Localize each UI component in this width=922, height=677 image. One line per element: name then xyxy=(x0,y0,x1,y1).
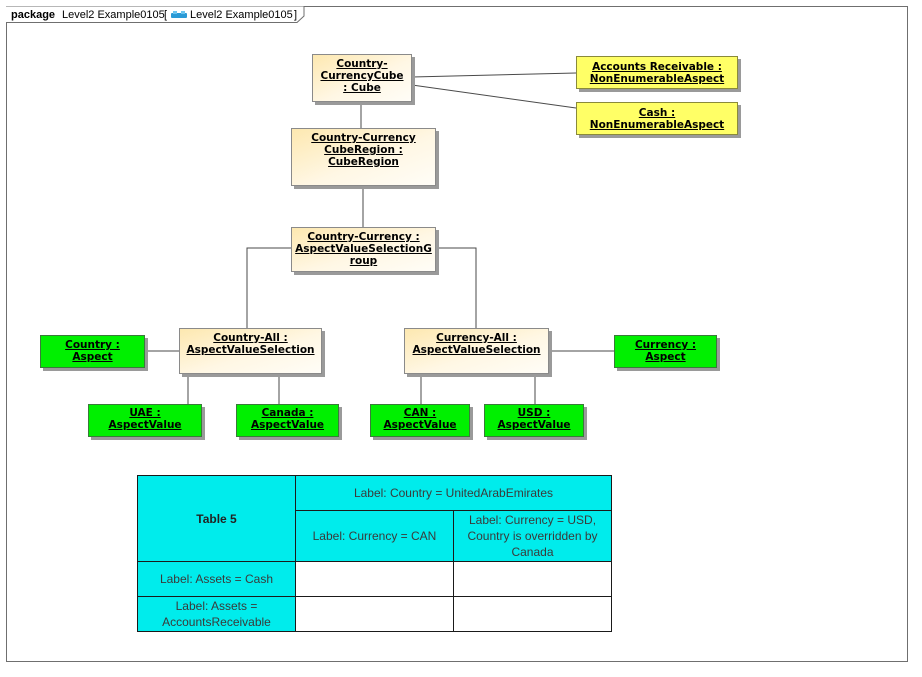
country-column-header: Label: Country = UnitedArabEmirates xyxy=(295,475,612,511)
usd-aspect-value-node[interactable]: USD :AspectValue xyxy=(484,404,584,437)
cube-line-2: CurrencyCube xyxy=(320,70,404,82)
accounts-receivable-line-2: NonEnumerableAspect xyxy=(589,72,725,85)
currency-all-line-2: AspectValueSelection xyxy=(412,344,541,356)
selection-group-line-2: AspectValueSelectionG xyxy=(295,243,432,255)
canada-line-2: AspectValue xyxy=(250,419,325,431)
cube-region-line-2: CubeRegion : xyxy=(324,144,403,156)
line-cube-accounts-receivable xyxy=(411,72,577,78)
accounts-receivable-node[interactable]: Accounts Receivable :NonEnumerableAspect xyxy=(576,56,738,89)
currency-all-line-1: Currency-All : xyxy=(436,332,517,344)
diagram-icon xyxy=(171,11,187,18)
cube-region-line-3: CubeRegion xyxy=(328,156,399,168)
diagram-name: Level2 Example0105 xyxy=(190,9,293,21)
country-all-line-2: AspectValueSelection xyxy=(186,344,315,356)
accounts-receivable-line-1: Accounts Receivable : xyxy=(592,60,722,73)
package-name: Level2 Example0105 xyxy=(62,9,165,21)
cube-node[interactable]: Country-CurrencyCube: Cube xyxy=(312,54,412,102)
package-keyword: package xyxy=(11,9,55,21)
cube-line-3: : Cube xyxy=(343,82,381,94)
canada-aspect-value-node[interactable]: Canada :AspectValue xyxy=(236,404,339,437)
table-cell xyxy=(295,596,454,632)
bracket-open: [ xyxy=(164,9,167,21)
can-aspect-value-node[interactable]: CAN :AspectValue xyxy=(370,404,470,437)
currency-can-column-header: Label: Currency = CAN xyxy=(295,510,454,562)
selection-group-line-3: roup xyxy=(349,255,378,267)
bracket-close: ] xyxy=(294,9,297,21)
line-group-currency-all xyxy=(436,247,477,328)
currency-all-node[interactable]: Currency-All :AspectValueSelection xyxy=(404,328,549,374)
table-cell xyxy=(295,561,454,597)
currency-usd-column-header: Label: Currency = USD, Country is overri… xyxy=(453,510,612,562)
row-header-accounts-receivable: Label: Assets = AccountsReceivable xyxy=(137,596,296,632)
uae-line-1: UAE : AspectValue xyxy=(108,407,182,431)
table-corner-label: Table 5 xyxy=(137,475,296,562)
canada-line-1: Canada : xyxy=(261,407,314,419)
selection-group-line-1: Country-Currency : xyxy=(307,231,420,243)
country-aspect-line-2: Aspect xyxy=(72,351,113,363)
cash-node[interactable]: Cash :NonEnumerableAspect xyxy=(576,102,738,135)
uae-aspect-value-node[interactable]: UAE : AspectValue xyxy=(88,404,202,437)
usd-line-2: AspectValue xyxy=(497,419,571,431)
cash-line-2: NonEnumerableAspect xyxy=(589,118,725,131)
row-header-cash: Label: Assets = Cash xyxy=(137,561,296,597)
cash-line-1: Cash : xyxy=(638,106,676,119)
can-line-2: AspectValue xyxy=(383,419,457,431)
currency-aspect-line-2: Aspect xyxy=(645,351,686,363)
currency-aspect-line-1: Currency : xyxy=(634,339,697,351)
country-all-line-1: Country-All : xyxy=(213,332,288,344)
report-table: Table 5 Label: Country = UnitedArabEmira… xyxy=(137,475,612,632)
country-all-node[interactable]: Country-All :AspectValueSelection xyxy=(179,328,322,374)
table-cell xyxy=(453,596,612,632)
country-aspect-line-1: Country : xyxy=(65,339,120,351)
cube-line-1: Country- xyxy=(336,58,388,70)
can-line-1: CAN : xyxy=(403,407,437,419)
line-cube-cash xyxy=(411,84,577,109)
cube-region-line-1: Country-Currency xyxy=(311,132,416,144)
country-aspect-node[interactable]: Country :Aspect xyxy=(40,335,145,368)
line-group-country-all xyxy=(246,247,292,328)
usd-line-1: USD : xyxy=(517,407,551,419)
currency-aspect-node[interactable]: Currency :Aspect xyxy=(614,335,717,368)
table-cell xyxy=(453,561,612,597)
package-tab: package Level2 Example0105 [ Level2 Exam… xyxy=(6,6,305,23)
